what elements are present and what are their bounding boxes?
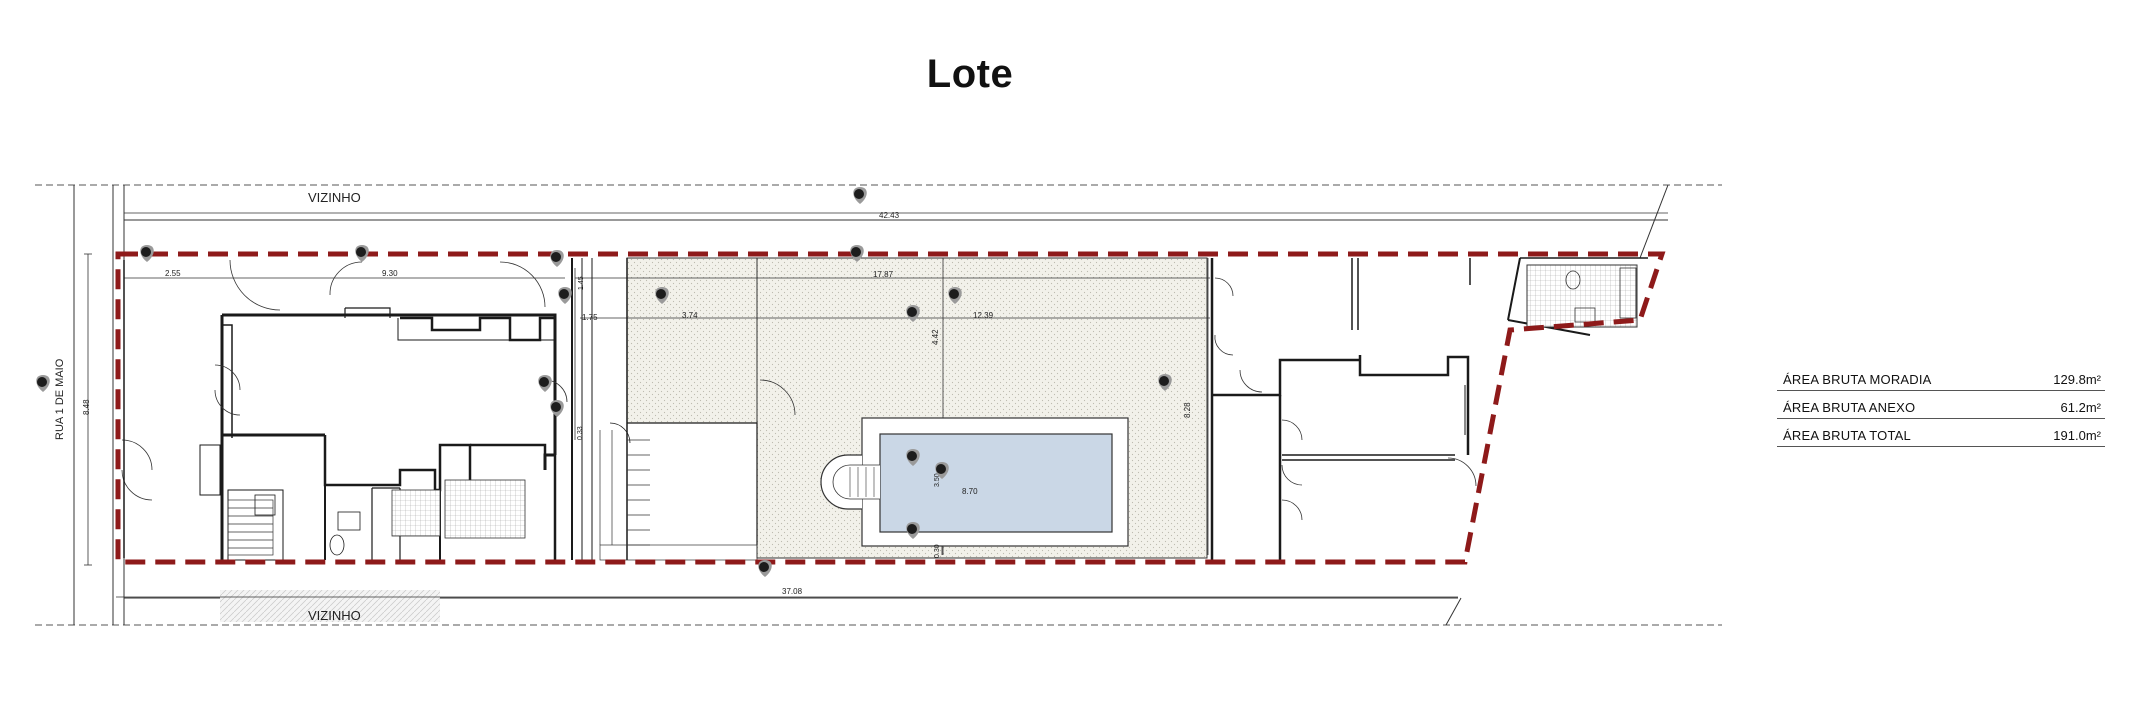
terrace-paving bbox=[626, 257, 758, 424]
survey-point-icon bbox=[948, 287, 962, 304]
survey-point-icon bbox=[853, 187, 867, 204]
dim-top-total: 42.43 bbox=[879, 211, 900, 220]
survey-point-icon bbox=[538, 375, 552, 392]
pool bbox=[820, 417, 1129, 547]
area-value: 129.8m² bbox=[2053, 372, 2101, 387]
area-label: ÁREA BRUTA ANEXO bbox=[1783, 400, 1916, 415]
dim-house-width: 9.30 bbox=[382, 269, 398, 278]
survey-point-icon bbox=[906, 449, 920, 466]
area-label: ÁREA BRUTA MORADIA bbox=[1783, 372, 1932, 387]
dim-stair-depth: 0.33 bbox=[577, 426, 584, 440]
area-row-total: ÁREA BRUTA TOTAL 191.0m² bbox=[1777, 419, 2105, 447]
dim-courtyard-len: 17.87 bbox=[873, 270, 894, 279]
dim-garden-depth-b: 8.28 bbox=[1183, 402, 1192, 418]
dim-gap-b: 1.75 bbox=[582, 313, 598, 322]
neighbor-bottom-label: VIZINHO bbox=[308, 608, 361, 623]
dim-house-front: 2.55 bbox=[165, 269, 181, 278]
survey-point-icon bbox=[655, 287, 669, 304]
tiled-room-2 bbox=[444, 479, 526, 539]
lot-boundary bbox=[115, 251, 1666, 565]
area-value: 61.2m² bbox=[2060, 400, 2101, 415]
dim-bottom-total: 37.08 bbox=[782, 587, 803, 596]
dim-garden-width: 12.39 bbox=[973, 311, 994, 320]
neighbor-lines bbox=[35, 184, 1722, 626]
area-value: 191.0m² bbox=[2053, 428, 2101, 443]
annex-bathroom bbox=[1526, 264, 1638, 328]
survey-point-icon bbox=[558, 287, 572, 304]
page-title: Lote bbox=[926, 52, 1014, 96]
dim-pool-width: 3.50 bbox=[934, 473, 941, 487]
area-row-annex: ÁREA BRUTA ANEXO 61.2m² bbox=[1777, 391, 2105, 419]
survey-point-icon bbox=[906, 522, 920, 539]
survey-point-icon bbox=[550, 250, 564, 267]
dim-pool-length: 8.70 bbox=[962, 487, 978, 496]
survey-point-icon bbox=[36, 375, 50, 392]
outdoor-stair bbox=[599, 430, 758, 561]
survey-point-icon bbox=[1158, 374, 1172, 391]
neighbor-top-label: VIZINHO bbox=[308, 190, 361, 205]
area-summary-table: ÁREA BRUTA MORADIA 129.8m² ÁREA BRUTA AN… bbox=[1777, 363, 2105, 447]
survey-point-icon bbox=[935, 462, 949, 479]
dim-left-height: 8.48 bbox=[82, 399, 91, 415]
street-label: RUA 1 DE MAIO bbox=[54, 358, 66, 440]
survey-point-icon bbox=[906, 305, 920, 322]
dim-gap-a: 1.45 bbox=[578, 276, 585, 290]
survey-point-icon bbox=[355, 245, 369, 262]
front-yard bbox=[220, 590, 440, 622]
area-row-house: ÁREA BRUTA MORADIA 129.8m² bbox=[1777, 363, 2105, 391]
survey-point-icon bbox=[850, 245, 864, 262]
annex-walls bbox=[1210, 257, 1648, 560]
survey-point-icon bbox=[758, 560, 772, 577]
dim-pool-gap: 0.30 bbox=[934, 544, 941, 558]
survey-point-icon bbox=[550, 400, 564, 417]
stair bbox=[227, 499, 274, 556]
door-swings bbox=[121, 259, 1477, 521]
dim-terrace-width: 3.74 bbox=[682, 311, 698, 320]
courtyard-walls bbox=[571, 258, 758, 560]
dim-garden-depth-a: 4.42 bbox=[931, 329, 940, 345]
survey-points bbox=[36, 187, 1172, 577]
tiled-room bbox=[391, 489, 441, 537]
area-label: ÁREA BRUTA TOTAL bbox=[1783, 428, 1911, 443]
survey-point-icon bbox=[140, 245, 154, 262]
